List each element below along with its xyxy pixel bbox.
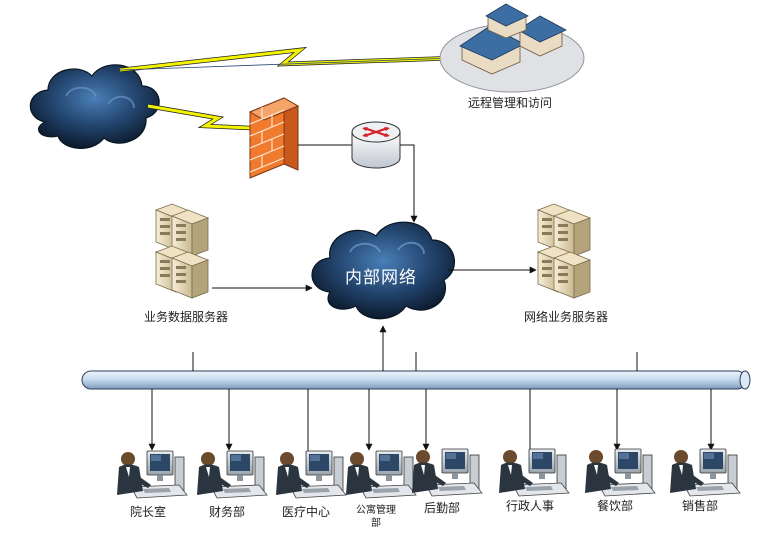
backbone-uplinks xyxy=(192,352,638,371)
department-label: 医疗中心 xyxy=(281,505,331,519)
workstation-user-icon xyxy=(196,450,268,499)
network-business-server-icon xyxy=(537,203,591,299)
network-business-server-label: 网络业务服务器 xyxy=(523,310,609,324)
internal-network-label: 内部网络 xyxy=(345,268,417,288)
remote-buildings-icon xyxy=(439,3,585,93)
workstation-user-icon xyxy=(345,450,417,499)
workstation-user-icon xyxy=(275,450,347,499)
link-router-cloud xyxy=(400,144,418,223)
department-label: 行政人事 xyxy=(505,499,555,513)
department-label: 院长室 xyxy=(129,505,167,519)
department-label: 后勤部 xyxy=(423,501,461,515)
workstation-user-icon xyxy=(669,448,741,497)
internal-network-cloud-icon xyxy=(311,221,455,320)
department-label: 餐饮部 xyxy=(596,499,634,513)
department-label: 销售部 xyxy=(681,499,719,513)
department-label: 公寓管理部 xyxy=(356,505,396,529)
department-links xyxy=(148,389,715,455)
workstation-user-icon xyxy=(584,448,656,497)
firewall-icon xyxy=(248,97,300,179)
department-label: 财务部 xyxy=(208,505,246,519)
wan-link-firewall xyxy=(147,103,251,131)
workstation-user-icon xyxy=(411,448,483,497)
workstation-user-icon xyxy=(116,450,188,499)
workstation-user-icon xyxy=(498,448,570,497)
business-data-server-icon xyxy=(155,203,209,299)
business-data-server-label: 业务数据服务器 xyxy=(143,310,229,324)
internet-cloud-icon xyxy=(29,64,160,149)
network-backbone-icon xyxy=(81,370,751,390)
wan-link-remote xyxy=(119,46,456,73)
router-icon xyxy=(351,121,401,169)
remote-access-label: 远程管理和访问 xyxy=(468,95,552,110)
